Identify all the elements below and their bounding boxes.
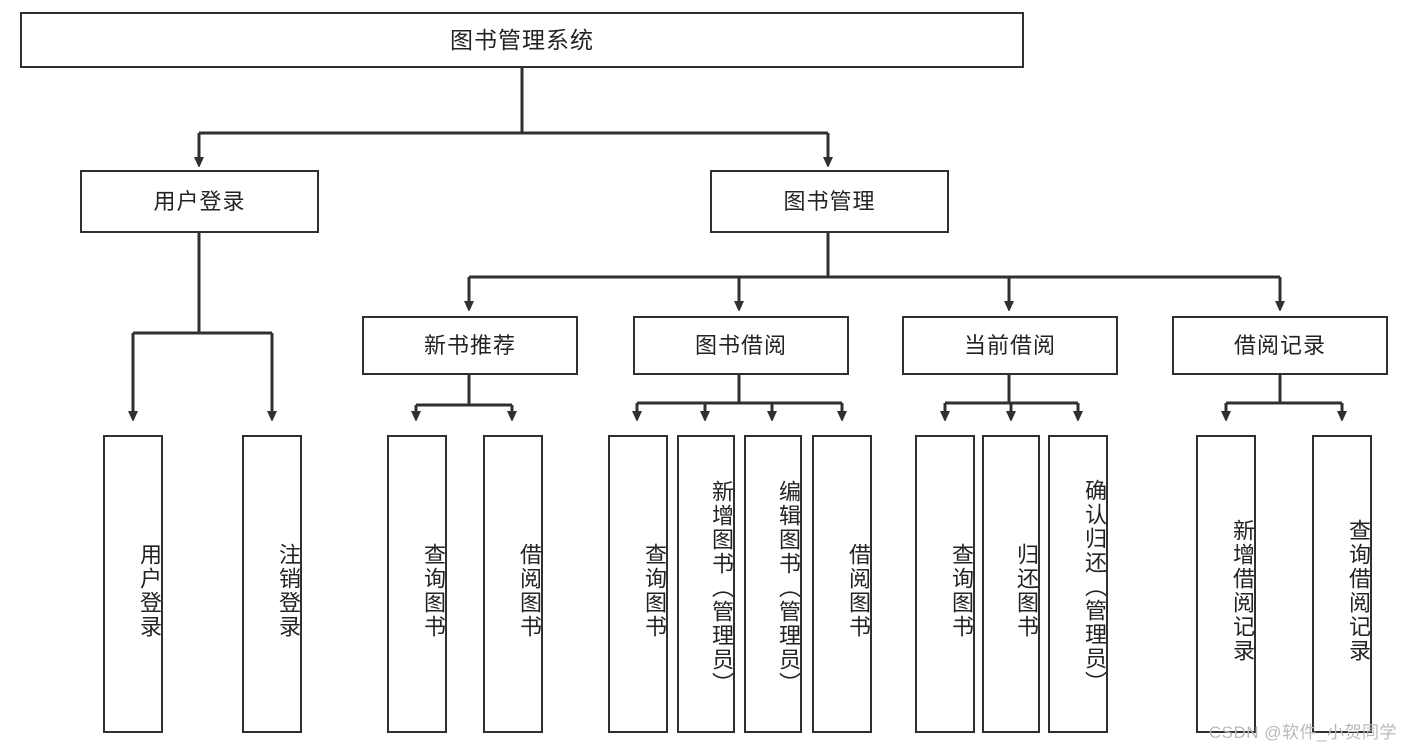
leaf-borrow-record-add[interactable]: 新增借阅记录 <box>1196 435 1256 733</box>
leaf-book-borrow-query[interactable]: 查询图书 <box>608 435 668 733</box>
node-borrow-record[interactable]: 借阅记录 <box>1172 316 1388 375</box>
leaf-borrow-record-query[interactable]: 查询借阅记录 <box>1312 435 1372 733</box>
node-book-management[interactable]: 图书管理 <box>710 170 949 233</box>
node-new-book-recommend[interactable]: 新书推荐 <box>362 316 578 375</box>
leaf-new-book-query[interactable]: 查询图书 <box>387 435 447 733</box>
leaf-current-borrow-query[interactable]: 查询图书 <box>915 435 975 733</box>
leaf-new-book-borrow[interactable]: 借阅图书 <box>483 435 543 733</box>
node-user-login[interactable]: 用户登录 <box>80 170 319 233</box>
leaf-current-borrow-confirm[interactable]: 确认归还（管理员） <box>1048 435 1108 733</box>
leaf-user-login-signout[interactable]: 注销登录 <box>242 435 302 733</box>
leaf-book-borrow-lend[interactable]: 借阅图书 <box>812 435 872 733</box>
leaf-book-borrow-add[interactable]: 新增图书（管理员） <box>677 435 735 733</box>
leaf-user-login-signin[interactable]: 用户登录 <box>103 435 163 733</box>
node-current-borrow[interactable]: 当前借阅 <box>902 316 1118 375</box>
leaf-current-borrow-return[interactable]: 归还图书 <box>982 435 1040 733</box>
node-root-system[interactable]: 图书管理系统 <box>20 12 1024 68</box>
csdn-watermark: CSDN @软件_小贺同学 <box>1208 723 1397 742</box>
node-book-borrow[interactable]: 图书借阅 <box>633 316 849 375</box>
leaf-book-borrow-edit[interactable]: 编辑图书（管理员） <box>744 435 802 733</box>
